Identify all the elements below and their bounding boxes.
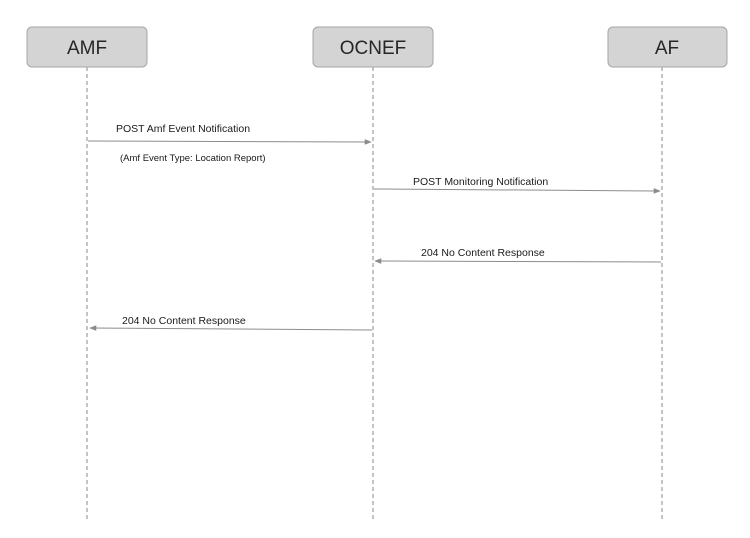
participant-box-ocnef bbox=[312, 26, 434, 68]
message-post-amf-event-notification: POST Amf Event Notification (Amf Event T… bbox=[87, 123, 372, 164]
participant-amf: AMF bbox=[26, 26, 148, 68]
participant-ocnef: OCNEF bbox=[312, 26, 434, 68]
participant-af: AF bbox=[607, 26, 728, 68]
message-arrow-af-204-no-content-response bbox=[374, 258, 662, 264]
message-note-location-report: (Amf Event Type: Location Report) bbox=[120, 153, 266, 164]
participant-box-af bbox=[607, 26, 728, 68]
participant-label-ocnef: OCNEF bbox=[340, 38, 407, 59]
message-ocnef-204-no-content-response: 204 No Content Response bbox=[89, 315, 373, 331]
message-label-post-amf-event-notification: POST Amf Event Notification bbox=[116, 123, 250, 135]
participant-box-amf bbox=[26, 26, 148, 68]
message-label-af-204-no-content-response: 204 No Content Response bbox=[421, 247, 545, 259]
message-arrow-post-monitoring-notification bbox=[373, 188, 661, 194]
participant-label-af: AF bbox=[655, 38, 679, 59]
message-arrow-ocnef-204-no-content-response bbox=[89, 325, 373, 331]
message-label-post-monitoring-notification: POST Monitoring Notification bbox=[413, 176, 548, 188]
message-post-monitoring-notification: POST Monitoring Notification bbox=[373, 176, 661, 194]
message-arrow-post-amf-event-notification bbox=[87, 139, 372, 145]
message-label-ocnef-204-no-content-response: 204 No Content Response bbox=[122, 315, 246, 327]
participant-label-amf: AMF bbox=[67, 38, 107, 59]
message-af-204-no-content-response: 204 No Content Response bbox=[374, 247, 662, 264]
